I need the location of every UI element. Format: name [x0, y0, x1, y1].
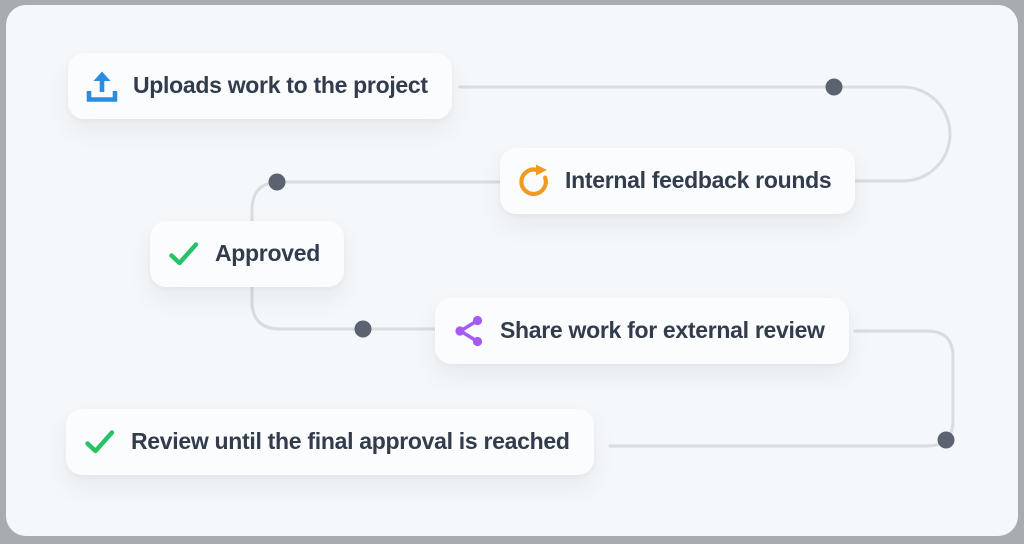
check-icon [82, 424, 118, 460]
connector-upload-to-feedback [458, 85, 952, 183]
connector-layer [250, 78, 955, 449]
flow-node-upload: Uploads work to the project [68, 53, 452, 119]
connector-dot [937, 431, 955, 449]
connector-dot [825, 78, 843, 96]
flow-node-approved: Approved [150, 221, 344, 287]
refresh-icon [516, 163, 552, 199]
check-icon [166, 236, 202, 272]
connector-dot [268, 173, 286, 191]
diagram-panel: Uploads work to the project Internal fee… [6, 5, 1018, 536]
connector-dot [354, 320, 372, 338]
share-icon [451, 313, 487, 349]
flow-node-label: Internal feedback rounds [565, 166, 832, 193]
flow-node-label: Approved [215, 239, 320, 266]
flow-node-share: Share work for external review [435, 298, 849, 364]
flow-node-feedback: Internal feedback rounds [500, 148, 856, 214]
connector-share-to-review [608, 329, 955, 448]
flow-node-review: Review until the final approval is reach… [66, 409, 594, 475]
flow-node-label: Review until the final approval is reach… [131, 427, 570, 454]
upload-icon [84, 68, 120, 104]
flow-node-label: Uploads work to the project [133, 71, 428, 98]
flow-node-label: Share work for external review [500, 316, 825, 343]
diagram-canvas: Uploads work to the project Internal fee… [6, 5, 1018, 536]
